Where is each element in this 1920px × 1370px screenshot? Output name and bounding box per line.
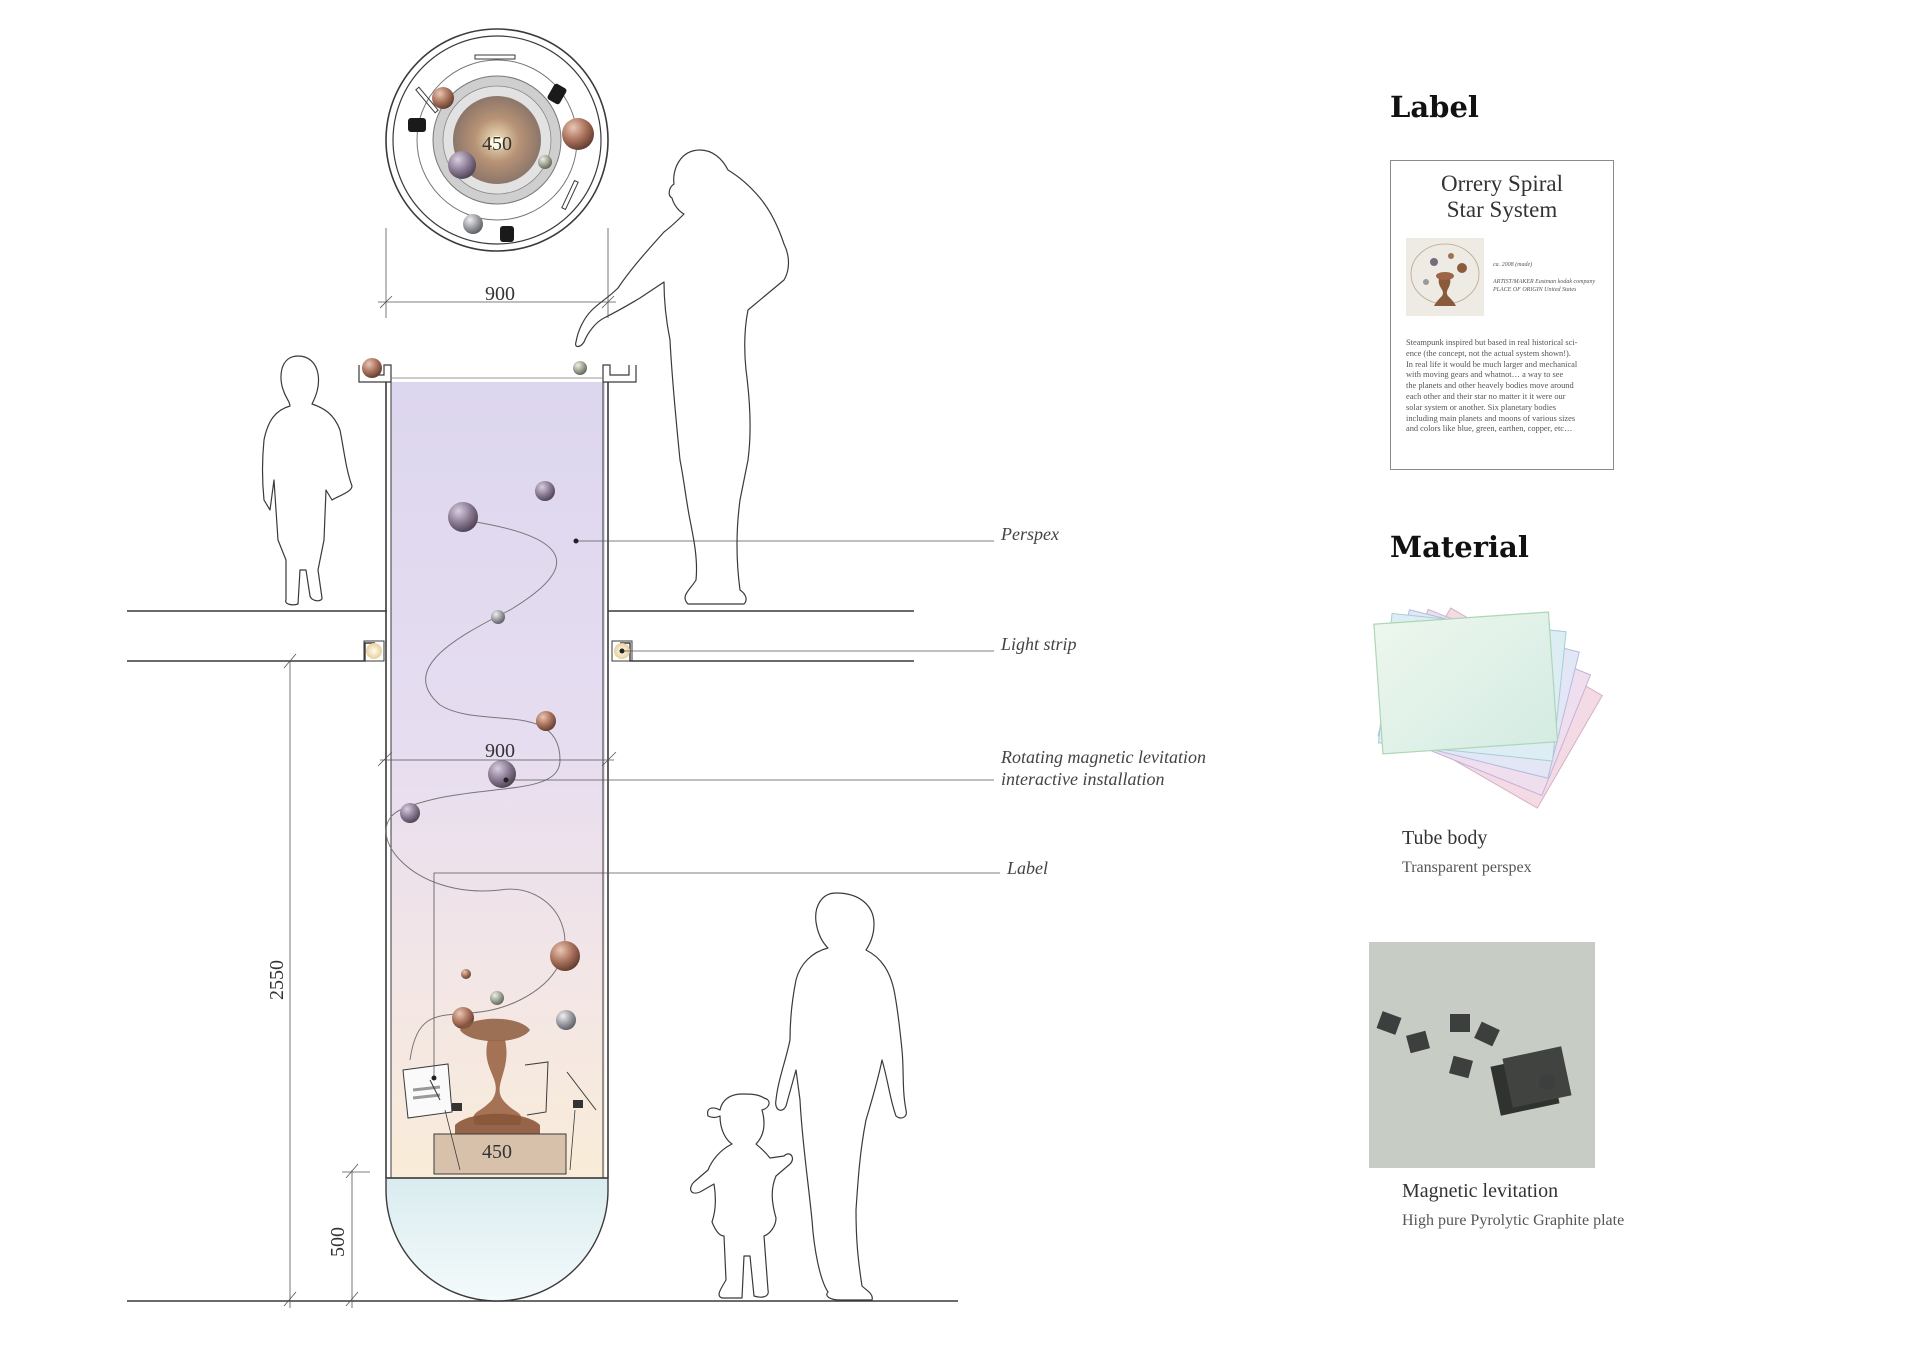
card-title-line2: Star System <box>1446 197 1558 222</box>
child-silhouette-left <box>261 355 353 606</box>
levitation-callout-line1: Rotating magnetic levitation <box>1001 747 1206 767</box>
orrery-model: 450 <box>402 1018 597 1175</box>
card-title-line1: Orrery Spiral <box>1441 171 1563 196</box>
perspex-sheets-image <box>1373 607 1603 809</box>
material-desc-tube: Transparent perspex <box>1402 859 1532 876</box>
card-body-line: ence (the concept, not the actual system… <box>1406 348 1571 358</box>
top-view-inner-dimension: 450 <box>482 133 512 155</box>
card-body-line: each other and their star no matter it i… <box>1406 391 1566 401</box>
top-view-outer-dimension: 900 <box>485 283 515 305</box>
material-title-levitation: Magnetic levitation <box>1402 1180 1559 1202</box>
tube-section: 450 900 <box>358 358 637 1302</box>
levitation-callout-line2: interactive installation <box>1001 769 1165 789</box>
card-thumbnail <box>1406 238 1484 316</box>
card-body-line: In real life it would be much larger and… <box>1406 359 1578 369</box>
label-callout: Label <box>1007 858 1049 878</box>
card-meta-origin: PLACE OF ORIGIN United States <box>1493 287 1577 293</box>
label-card: Orrery Spiral Star System ca. 2008 (made… <box>1390 160 1614 470</box>
card-body-line: Steampunk inspired but based in real his… <box>1406 338 1578 347</box>
tube-width-dimension: 900 <box>485 740 515 762</box>
card-body-line: the planets and other heavely bodies mov… <box>1406 381 1574 391</box>
card-body-line: with moving gears and whatnot… a way to … <box>1406 370 1564 380</box>
card-body-line: and colors like blue, green, earthen, co… <box>1406 424 1573 434</box>
height-bottom-dimension: 500 <box>327 1227 349 1257</box>
woman-silhouette <box>775 892 907 1301</box>
label-heading: Label <box>1390 90 1479 124</box>
card-body: Steampunk inspired but based in real his… <box>1406 338 1602 435</box>
material-title-tube: Tube body <box>1402 827 1488 849</box>
card-body-line: including main planets and moons of vari… <box>1406 413 1576 423</box>
people-silhouettes <box>261 149 907 1301</box>
height-total-dimension: 2550 <box>266 960 288 1000</box>
light-strip-callout: Light strip <box>1001 634 1077 654</box>
material-heading: Material <box>1390 530 1529 564</box>
adult-silhouette <box>575 149 790 605</box>
material-desc-levitation: High pure Pyrolytic Graphite plate <box>1402 1212 1625 1229</box>
top-view: 450 900 <box>378 28 616 318</box>
card-meta-maker: ARTIST/MAKER Eastman kodak company <box>1493 279 1596 285</box>
floor-lines <box>127 610 958 1302</box>
base-dimension: 450 <box>482 1141 512 1163</box>
height-dimensions <box>283 653 370 1308</box>
card-meta-date: ca. 2008 (made) <box>1493 262 1533 268</box>
leader-lines <box>433 540 1000 1078</box>
graphite-plates-image <box>1369 942 1595 1168</box>
perspex-callout: Perspex <box>1001 524 1059 544</box>
girl-silhouette <box>690 1093 794 1299</box>
card-body-line: solar system or another. Six planetary b… <box>1406 402 1557 412</box>
